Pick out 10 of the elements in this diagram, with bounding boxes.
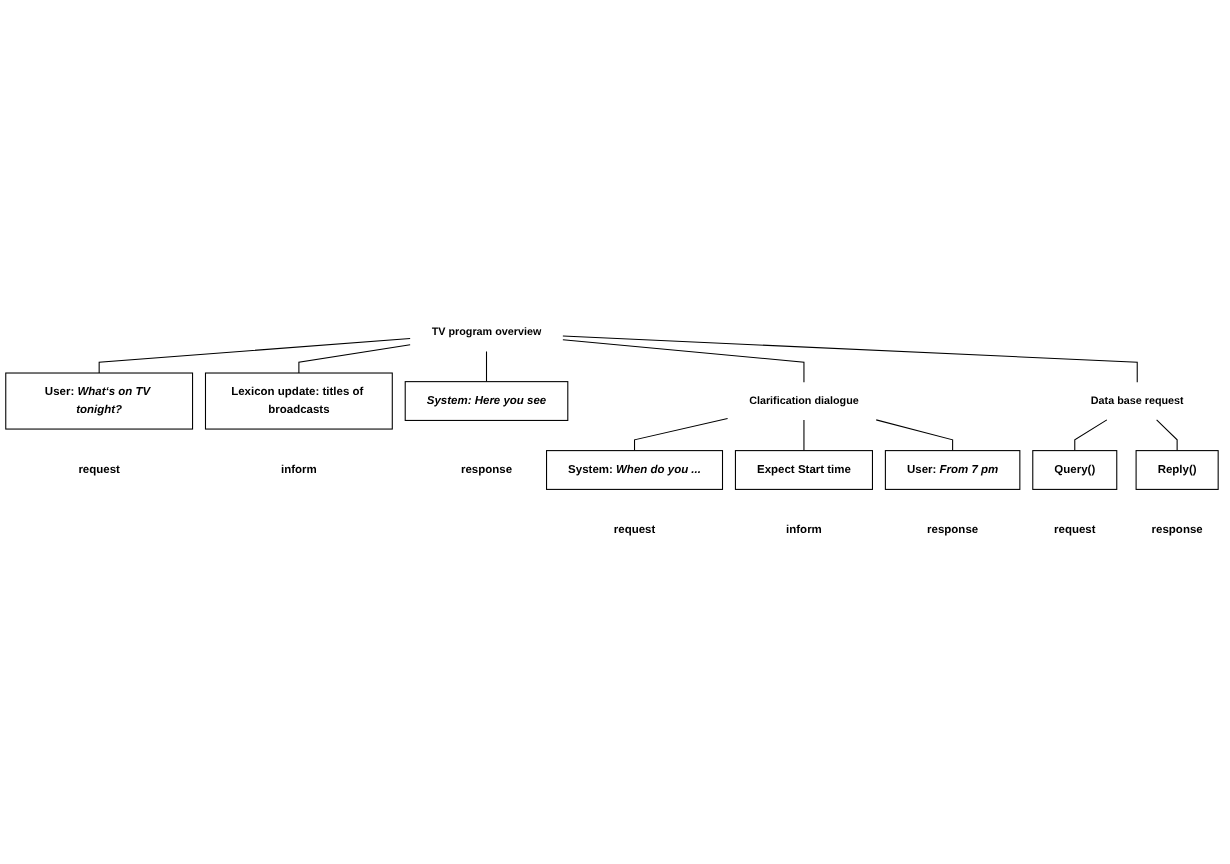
- connector: [298, 344, 411, 374]
- connector: [562, 339, 805, 383]
- connector: [485, 351, 488, 383]
- connector: [562, 335, 1138, 383]
- connector: [1156, 419, 1178, 452]
- connector: [634, 418, 729, 452]
- connector: [803, 419, 805, 452]
- connector: [98, 338, 411, 374]
- connector: [875, 419, 954, 452]
- connector: [1074, 419, 1108, 452]
